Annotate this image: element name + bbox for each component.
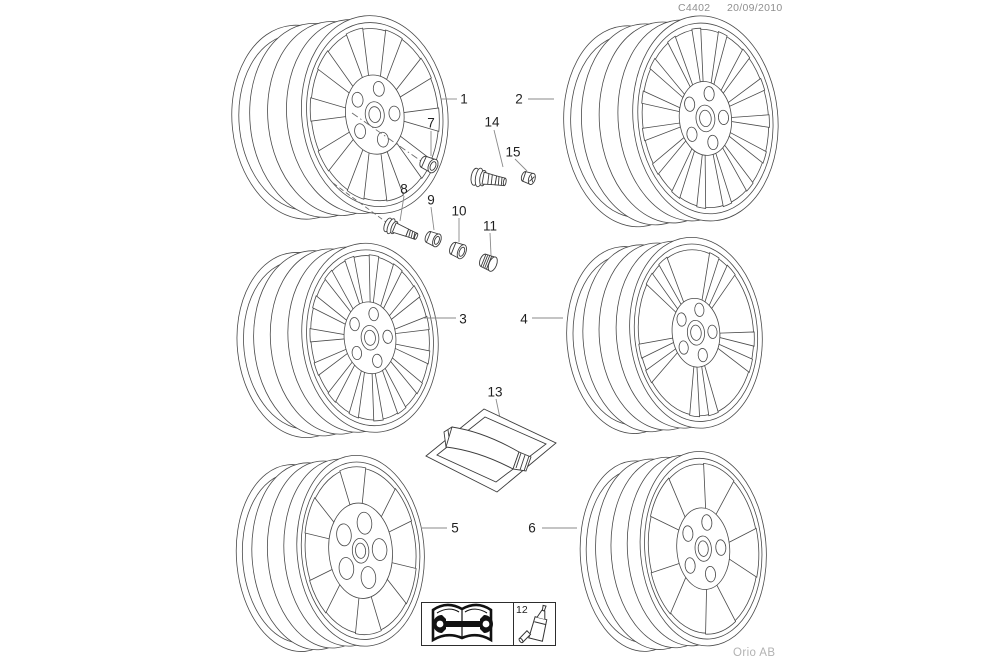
wheel-bolt-7-drawing <box>419 155 439 174</box>
legend-info-box <box>421 602 556 646</box>
valve-sleeve-9-drawing <box>424 231 442 248</box>
callout-11: 11 <box>482 218 498 234</box>
cap-nut-10-drawing <box>449 241 467 260</box>
callout-leader-lines <box>399 98 577 529</box>
wheel-drawing-5 <box>226 448 426 662</box>
callout-15: 15 <box>505 144 521 160</box>
open-book-wrench-icon <box>431 603 493 643</box>
info-box-divider <box>513 603 514 645</box>
info-box-icons <box>431 603 548 644</box>
assembly-centre-lines <box>332 112 422 226</box>
callout-5: 5 <box>451 520 459 536</box>
callout-13: 13 <box>487 384 503 400</box>
tpms-valve-14-drawing <box>470 167 507 188</box>
callout-4: 4 <box>520 311 528 327</box>
callout-2: 2 <box>515 91 523 107</box>
glue-bottle-icon <box>518 604 548 644</box>
callout-1: 1 <box>460 91 468 107</box>
callout-9: 9 <box>427 192 435 208</box>
tyre-valve-8-drawing <box>383 217 419 240</box>
publisher-credit: Orio AB <box>733 647 776 659</box>
valve-core-15-drawing <box>520 171 536 185</box>
drawing-date: 20/09/2010 <box>727 2 783 14</box>
callout-6: 6 <box>528 520 536 536</box>
wheel-drawing-3 <box>226 236 440 448</box>
valve-cap-11-drawing <box>479 253 498 272</box>
wheel-drawing-1 <box>220 8 450 230</box>
wheel-drawing-2 <box>552 8 780 238</box>
wheel-drawing-6 <box>570 444 768 662</box>
drawing-code: C4402 <box>678 2 711 14</box>
wheel-drawing-4 <box>556 230 764 444</box>
callout-12: 12 <box>516 604 528 616</box>
callout-10: 10 <box>451 203 467 219</box>
callout-14: 14 <box>484 114 500 130</box>
callout-8: 8 <box>400 181 408 197</box>
callout-3: 3 <box>459 311 467 327</box>
callout-7: 7 <box>427 115 435 131</box>
sealant-kit-13-drawing <box>425 408 557 493</box>
